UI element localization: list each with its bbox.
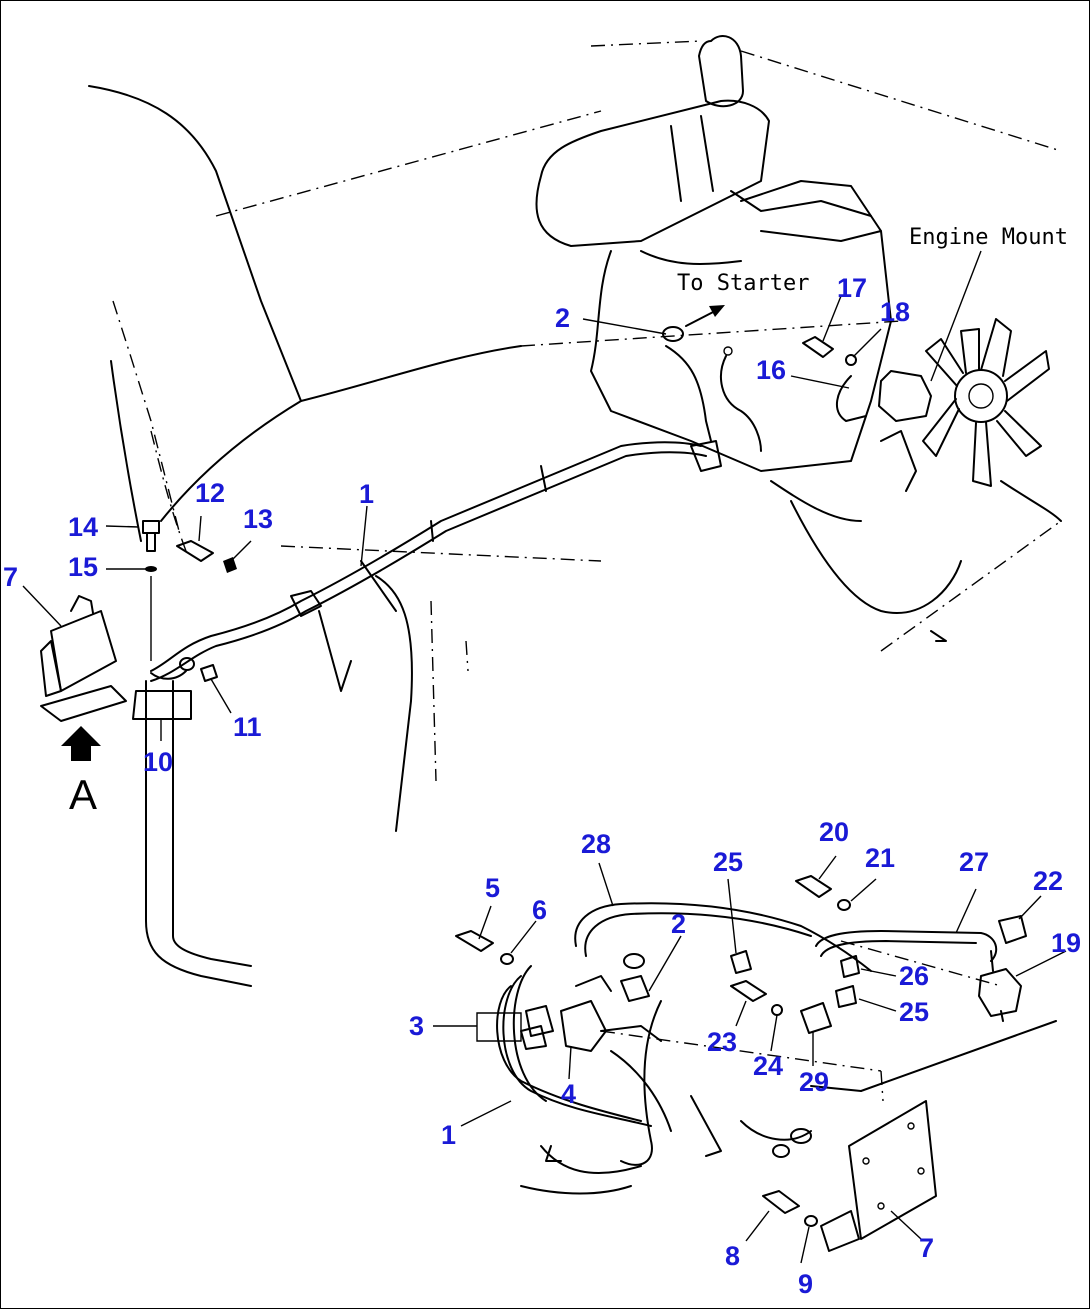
callout-20: 20	[819, 817, 849, 847]
callout-2-detail: 2	[671, 909, 686, 939]
callout-1-detail: 1	[441, 1120, 456, 1150]
callout-22: 22	[1033, 866, 1063, 896]
callout-16: 16	[756, 355, 786, 385]
callout-2-upper: 2	[555, 303, 570, 333]
leader-lines	[22, 250, 1067, 1264]
callout-26: 26	[899, 961, 929, 991]
callout-9: 9	[798, 1269, 813, 1299]
callout-14: 14	[68, 512, 98, 542]
callout-4: 4	[561, 1079, 576, 1109]
callout-17: 17	[837, 273, 867, 303]
engine-assembly	[535, 35, 1050, 642]
callout-6: 6	[532, 895, 547, 925]
relay-box-upper	[40, 520, 237, 761]
callout-13: 13	[243, 504, 273, 534]
callout-3: 3	[409, 1011, 424, 1041]
callout-10: 10	[143, 747, 173, 777]
callout-8: 8	[725, 1241, 740, 1271]
callout-21: 21	[865, 843, 895, 873]
callout-7-detail: 7	[919, 1233, 934, 1263]
callout-11: 11	[233, 712, 262, 742]
callouts-upper: 2 17 18 16 1 12 13 14 15 7 11 10	[3, 273, 910, 777]
callout-23: 23	[707, 1027, 737, 1057]
machine-frame	[88, 40, 1062, 987]
callout-15: 15	[68, 552, 98, 582]
callout-19: 19	[1051, 928, 1081, 958]
callout-28: 28	[581, 829, 611, 859]
callout-5: 5	[485, 873, 500, 903]
wiring-harness-upper	[150, 440, 722, 692]
detail-view	[455, 875, 1057, 1252]
callout-18: 18	[880, 297, 910, 327]
callouts-detail: 28 25 20 21 27 22 19 5 6 2 26 25 3 23 24…	[409, 817, 1081, 1299]
callout-25-bottom: 25	[899, 997, 929, 1027]
callout-1-upper: 1	[359, 479, 374, 509]
callout-7-upper: 7	[3, 562, 18, 592]
callout-29: 29	[799, 1067, 829, 1097]
callout-12: 12	[195, 478, 225, 508]
engine-mount-label: Engine Mount	[909, 225, 1068, 250]
view-a-label: A	[69, 771, 97, 818]
callout-27: 27	[959, 847, 989, 877]
callout-25-top: 25	[713, 847, 743, 877]
callout-24: 24	[753, 1051, 783, 1081]
to-starter-label: To Starter	[677, 271, 809, 296]
